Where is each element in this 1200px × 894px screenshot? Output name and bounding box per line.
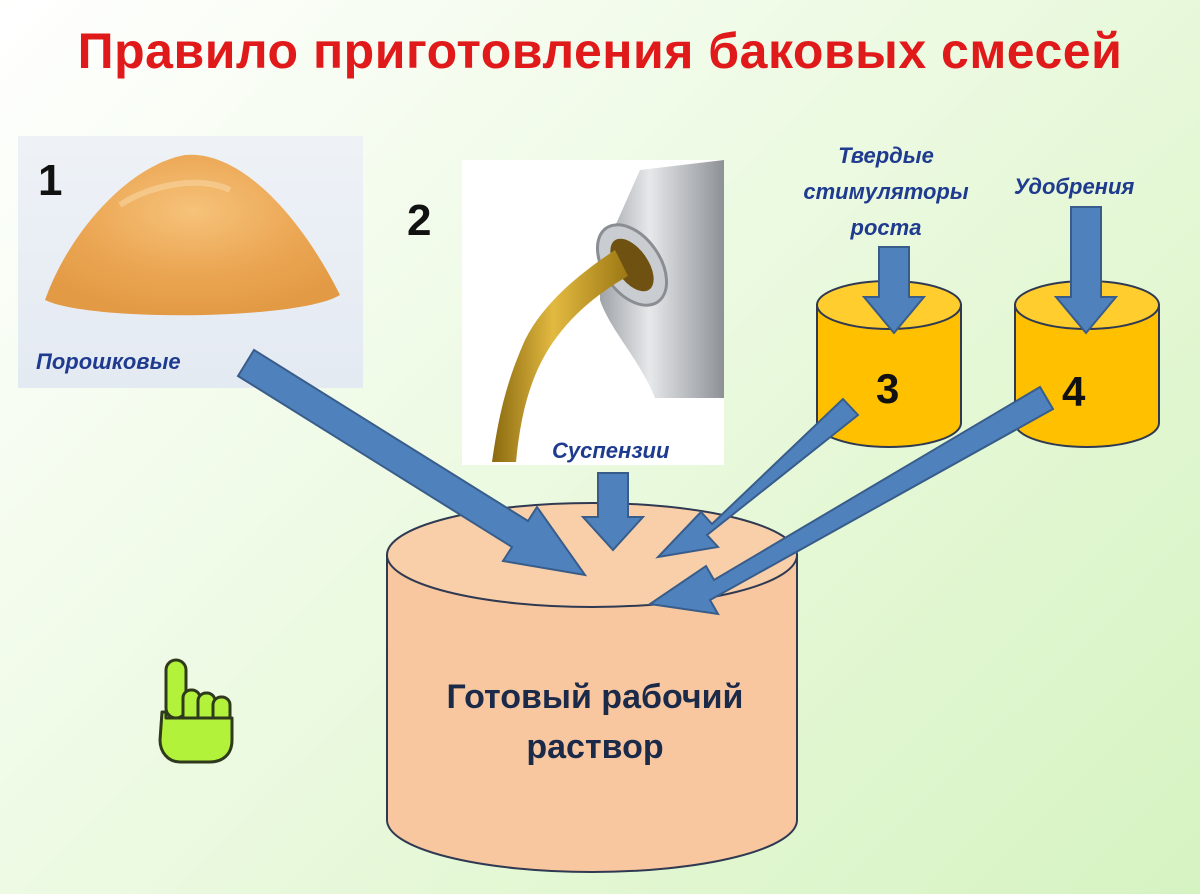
arrow-drum3 (655, 397, 860, 559)
arrow-suspension (580, 472, 646, 552)
item-2-label: Суспензии (552, 438, 670, 463)
item-3-label-line: Твердые (838, 143, 934, 168)
item-1-label: Порошковые (36, 349, 181, 374)
result-label-line: раствор (526, 728, 664, 766)
arrow-stimulators (861, 246, 927, 335)
item-4-number: 4 (1062, 368, 1086, 415)
arrows (236, 206, 1119, 616)
item-2-number: 2 (407, 196, 432, 245)
arrow-drum4 (647, 385, 1055, 616)
oil-pour-image (492, 160, 724, 462)
item-3-label-line: роста (850, 215, 922, 240)
item-3-label: Твердые стимуляторы роста (780, 138, 992, 246)
item-4-label: Удобрения (1014, 174, 1135, 199)
powder-image (45, 154, 340, 316)
page-title: Правило приготовления баковых смесей (77, 23, 1123, 79)
result-label: Готовый рабочий раствор (400, 672, 790, 772)
result-label-line: Готовый рабочий (446, 678, 744, 716)
item-1-number: 1 (38, 156, 63, 205)
arrow-powder (236, 348, 588, 577)
pointing-hand-icon (158, 658, 234, 764)
item-3-label-line: стимуляторы (803, 179, 969, 204)
arrow-fertilizers (1053, 206, 1119, 335)
item-3-number: 3 (876, 365, 900, 412)
